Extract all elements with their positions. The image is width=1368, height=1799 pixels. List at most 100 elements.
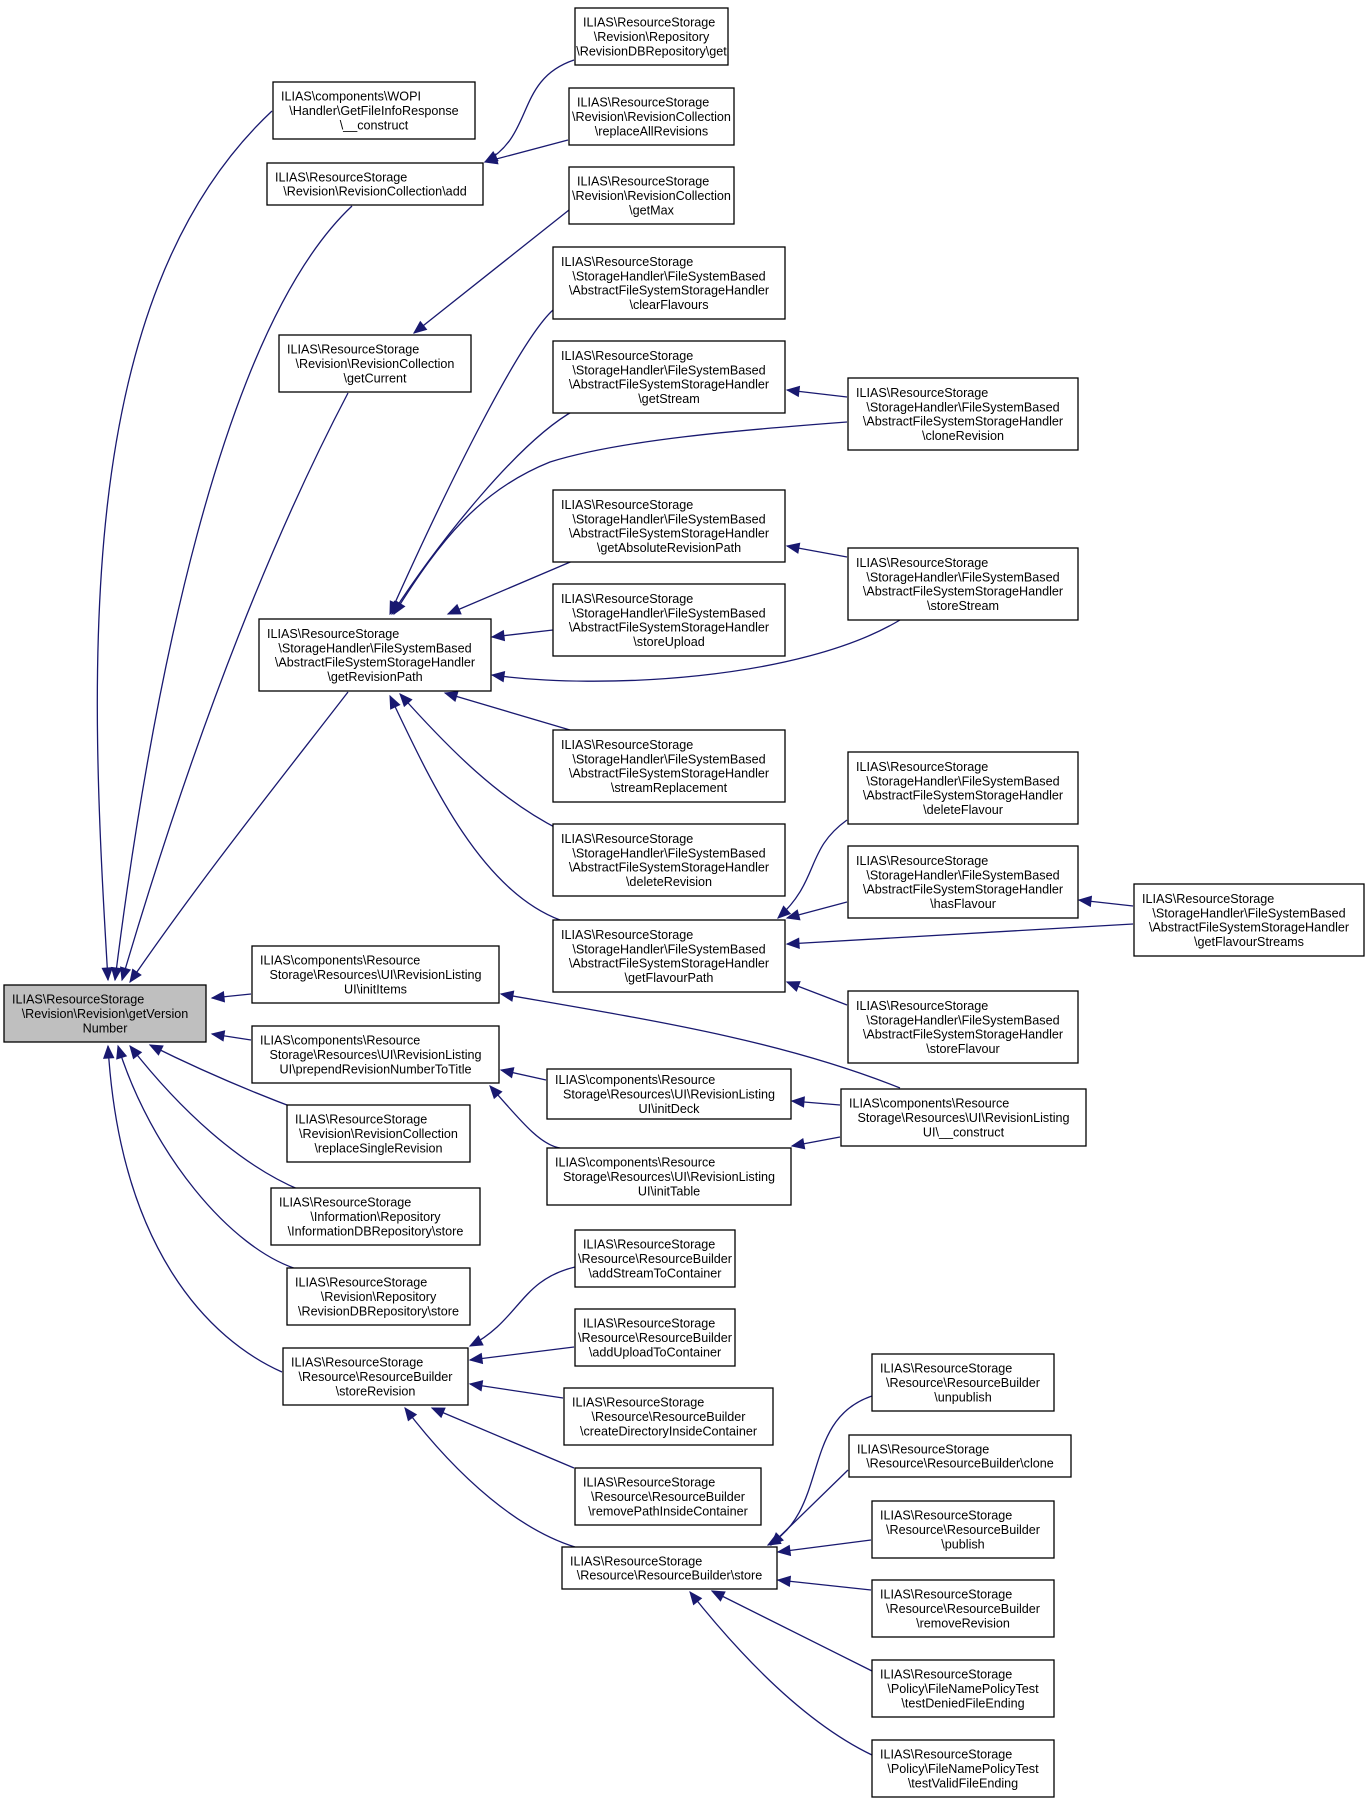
node-rcGetMax[interactable]: ILIAS\ResourceStorage\Revision\RevisionC… (568, 166, 735, 225)
node-removePathInside[interactable]: ILIAS\ResourceStorage\Resource\ResourceB… (574, 1467, 762, 1526)
edge-line (399, 693, 561, 831)
node-rbStore[interactable]: ILIAS\ResourceStorage\Resource\ResourceB… (561, 1546, 778, 1590)
node-streamReplacement[interactable]: ILIAS\ResourceStorage\StorageHandler\Fil… (552, 729, 786, 803)
node-rdbStore[interactable]: ILIAS\ResourceStorage\Revision\Repositor… (286, 1267, 471, 1326)
node-unpublish[interactable]: ILIAS\ResourceStorage\Resource\ResourceB… (871, 1353, 1055, 1412)
node-infoStore[interactable]: ILIAS\ResourceStorage\Information\Reposi… (270, 1187, 481, 1246)
node-rcGetCurrent[interactable]: ILIAS\ResourceStorage\Revision\RevisionC… (278, 334, 472, 393)
edge-line (447, 559, 576, 615)
edge-testValid-to-rbStore (689, 1590, 873, 1756)
node-box (270, 1187, 481, 1246)
node-label-line: \StorageHandler\FileSystemBased (572, 752, 765, 766)
node-getStream[interactable]: ILIAS\ResourceStorage\StorageHandler\Fil… (552, 340, 786, 414)
arrowhead (785, 385, 801, 398)
node-initItems[interactable]: ILIAS\components\ResourceStorage\Resourc… (251, 945, 500, 1004)
node-getAbsRevPath[interactable]: ILIAS\ResourceStorage\StorageHandler\Fil… (552, 489, 786, 563)
edge-rluConstruct-to-initItems (499, 990, 901, 1089)
node-getFlavourStreams[interactable]: ILIAS\ResourceStorage\StorageHandler\Fil… (1133, 883, 1365, 957)
node-box (568, 87, 735, 146)
node-rcAdd[interactable]: ILIAS\ResourceStorage\Revision\RevisionC… (266, 162, 484, 206)
arrowhead (412, 320, 428, 334)
node-label-line: ILIAS\ResourceStorage (561, 349, 693, 363)
arrowhead (785, 542, 801, 554)
arrowhead (785, 981, 801, 992)
node-deleteFlavour[interactable]: ILIAS\ResourceStorage\StorageHandler\Fil… (847, 751, 1079, 825)
node-label-line: \addStreamToContainer (588, 1266, 721, 1280)
node-addStreamToContainer[interactable]: ILIAS\ResourceStorage\Resource\ResourceB… (574, 1229, 736, 1288)
node-testDenied[interactable]: ILIAS\ResourceStorage\Policy\FileNamePol… (871, 1659, 1055, 1718)
arrowhead (790, 1096, 805, 1108)
node-label-line: \cloneRevision (922, 429, 1004, 443)
node-box (574, 1467, 762, 1526)
node-rluConstruct[interactable]: ILIAS\components\ResourceStorage\Resourc… (840, 1088, 1087, 1147)
node-label-line: \AbstractFileSystemStorageHandler (863, 789, 1063, 803)
node-label-line: \unpublish (934, 1390, 991, 1404)
node-label-line: \Information\Repository (310, 1210, 441, 1224)
node-label-line: ILIAS\ResourceStorage (577, 96, 709, 110)
node-storeRevision[interactable]: ILIAS\ResourceStorage\Resource\ResourceB… (282, 1347, 469, 1406)
node-box (266, 162, 484, 206)
arrowhead (129, 1044, 143, 1060)
node-prependRevNum[interactable]: ILIAS\components\ResourceStorage\Resourc… (251, 1025, 500, 1084)
edge-getFlavourPath-to-getRevisionPath (389, 694, 561, 921)
node-label-line: ILIAS\ResourceStorage (880, 1509, 1012, 1523)
node-createDirInside[interactable]: ILIAS\ResourceStorage\Resource\ResourceB… (563, 1387, 774, 1446)
node-label-line: \RevisionDBRepository\store (298, 1304, 459, 1318)
node-testValid[interactable]: ILIAS\ResourceStorage\Policy\FileNamePol… (871, 1739, 1055, 1798)
edge-getStream-to-getRevisionPath (391, 409, 576, 616)
node-label-line: ILIAS\ResourceStorage (267, 627, 399, 641)
node-box (848, 1434, 1072, 1478)
node-deleteRevision[interactable]: ILIAS\ResourceStorage\StorageHandler\Fil… (552, 823, 786, 897)
node-label-line: \StorageHandler\FileSystemBased (572, 846, 765, 860)
edge-initTable-to-prependRevNum (489, 1085, 561, 1149)
node-removeRevision[interactable]: ILIAS\ResourceStorage\Resource\ResourceB… (871, 1579, 1055, 1638)
node-cloneRevision[interactable]: ILIAS\ResourceStorage\StorageHandler\Fil… (847, 377, 1079, 451)
node-getVersionNumber[interactable]: ILIAS\ResourceStorage\Revision\Revision\… (3, 984, 207, 1043)
node-initDeck[interactable]: ILIAS\components\ResourceStorage\Resourc… (546, 1068, 792, 1120)
node-publish[interactable]: ILIAS\ResourceStorage\Resource\ResourceB… (871, 1500, 1055, 1559)
node-label-line: ILIAS\ResourceStorage (561, 738, 693, 752)
edge-rcReplaceSingle-to-getVersionNumber (148, 1044, 301, 1111)
node-storeStream[interactable]: ILIAS\ResourceStorage\StorageHandler\Fil… (847, 547, 1079, 621)
node-label-line: \Resource\ResourceBuilder (299, 1370, 453, 1384)
node-storeFlavour[interactable]: ILIAS\ResourceStorage\StorageHandler\Fil… (847, 990, 1079, 1064)
node-label-line: \StorageHandler\FileSystemBased (1152, 906, 1345, 920)
node-storeUpload[interactable]: ILIAS\ResourceStorage\StorageHandler\Fil… (552, 583, 786, 657)
edge-line (489, 1085, 561, 1149)
node-hasFlavour[interactable]: ILIAS\ResourceStorage\StorageHandler\Fil… (847, 845, 1079, 919)
node-label-line: \RevisionDBRepository\get (576, 44, 727, 58)
node-box (3, 984, 207, 1043)
edge-storeUpload-to-getRevisionPath (490, 629, 554, 642)
node-wopiConstruct[interactable]: ILIAS\components\WOPI\Handler\GetFileInf… (272, 81, 476, 140)
edge-line (404, 1407, 576, 1548)
edge-rdbGet-to-rcAdd (483, 59, 575, 163)
node-label-line: ILIAS\components\WOPI (281, 90, 421, 104)
node-rcReplaceAll[interactable]: ILIAS\ResourceStorage\Revision\RevisionC… (568, 87, 735, 146)
arrowhead (710, 1590, 726, 1602)
node-label-line: \AbstractFileSystemStorageHandler (863, 415, 1063, 429)
node-label-line: ILIAS\components\Resource (555, 1156, 715, 1170)
node-addUploadToContainer[interactable]: ILIAS\ResourceStorage\Resource\ResourceB… (574, 1308, 736, 1367)
node-getRevisionPath[interactable]: ILIAS\ResourceStorage\StorageHandler\Fil… (258, 618, 492, 692)
node-label-line: ILIAS\ResourceStorage (856, 386, 988, 400)
node-label-line: \testValidFileEnding (908, 1776, 1018, 1790)
node-box (574, 1229, 736, 1288)
node-label-line: Storage\Resources\UI\RevisionListing (563, 1170, 775, 1184)
node-initTable[interactable]: ILIAS\components\ResourceStorage\Resourc… (546, 1147, 792, 1206)
node-rdbGet[interactable]: ILIAS\ResourceStorage\Revision\Repositor… (574, 7, 729, 66)
node-label-line: UI\initTable (638, 1184, 700, 1198)
edge-line (469, 1266, 576, 1347)
node-clearFlavours[interactable]: ILIAS\ResourceStorage\StorageHandler\Fil… (552, 246, 786, 320)
arrowhead (430, 1407, 446, 1419)
node-label-line: \Revision\Repository (594, 30, 710, 44)
node-label-line: \StorageHandler\FileSystemBased (866, 570, 1059, 584)
node-label-line: \getRevisionPath (327, 670, 422, 684)
arrowhead (776, 1575, 792, 1588)
node-label-line: ILIAS\ResourceStorage (572, 1396, 704, 1410)
node-rbClone[interactable]: ILIAS\ResourceStorage\Resource\ResourceB… (848, 1434, 1072, 1478)
edge-line (149, 1044, 301, 1111)
edge-rcReplaceAll-to-rcAdd (483, 139, 569, 165)
node-label-line: \AbstractFileSystemStorageHandler (1149, 921, 1349, 935)
node-getFlavourPath[interactable]: ILIAS\ResourceStorage\StorageHandler\Fil… (552, 919, 786, 993)
node-rcReplaceSingle[interactable]: ILIAS\ResourceStorage\Revision\RevisionC… (286, 1104, 471, 1163)
